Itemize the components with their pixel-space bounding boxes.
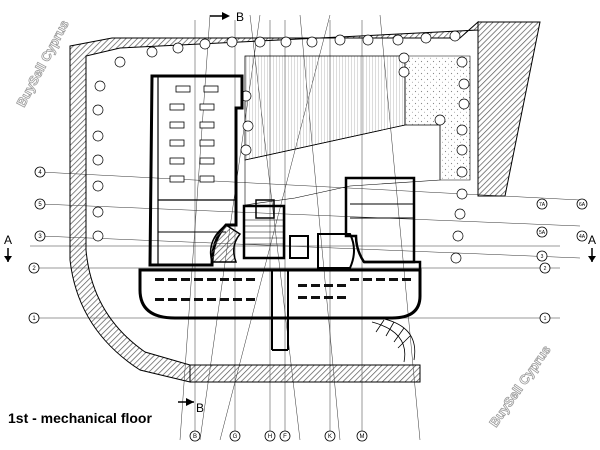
drawing-caption: 1st - mechanical floor xyxy=(8,410,152,426)
watermark-top-left: BuySell Cyprus xyxy=(13,18,71,110)
grid-label-right-4a: 4A xyxy=(579,234,586,240)
section-marker-b-top: B xyxy=(210,10,244,24)
section-a-right-label: A xyxy=(588,233,596,247)
grid-label-left-2: 2 xyxy=(32,266,36,272)
section-marker-b-bottom: B xyxy=(178,398,204,415)
retaining-wall-block xyxy=(477,21,541,197)
building-bottom-hall xyxy=(138,268,422,351)
grid-label-bottom-k: K xyxy=(328,434,332,440)
grid-label-right-7a: 7A xyxy=(539,202,546,208)
vehicle-bays xyxy=(155,278,411,301)
section-b-top-label: B xyxy=(236,10,244,24)
grid-label-right-2: 2 xyxy=(544,266,547,272)
watermark-bottom-right: BuySell Cyprus xyxy=(486,342,553,429)
grid-label-right-6a: 6A xyxy=(579,202,586,208)
section-marker-a-left: A xyxy=(4,233,12,262)
spiral-stair xyxy=(371,317,416,363)
grid-label-right-1: 1 xyxy=(544,316,547,322)
section-marker-a-right: A xyxy=(588,233,596,262)
grid-markers-bottom xyxy=(189,430,368,442)
grid-label-bottom-b: B xyxy=(193,434,197,440)
grid-markers-left xyxy=(28,166,46,324)
trees xyxy=(92,30,470,264)
grid-label-left-5: 5 xyxy=(38,202,42,208)
section-a-left-label: A xyxy=(4,233,12,247)
central-core xyxy=(209,199,355,269)
section-b-bottom-label: B xyxy=(196,401,204,415)
grid-label-right-3: 3 xyxy=(541,254,544,260)
grid-label-bottom-h: H xyxy=(268,434,272,440)
ramp-area xyxy=(244,55,406,161)
grid-label-left-4: 4 xyxy=(38,170,42,176)
equipment-units xyxy=(169,85,219,183)
grid-markers-right xyxy=(536,198,588,324)
grid-label-bottom-g: G xyxy=(233,434,238,440)
boundary-wall xyxy=(69,20,479,383)
grid-label-right-5a: 5A xyxy=(539,230,546,236)
grid-label-bottom-m: M xyxy=(360,434,365,440)
grid-label-bottom-f: F xyxy=(283,434,287,440)
building-right-wing xyxy=(344,176,422,270)
grid-label-left-1: 1 xyxy=(32,316,36,322)
grid-label-left-3: 3 xyxy=(38,234,42,240)
garden-area xyxy=(244,124,441,206)
